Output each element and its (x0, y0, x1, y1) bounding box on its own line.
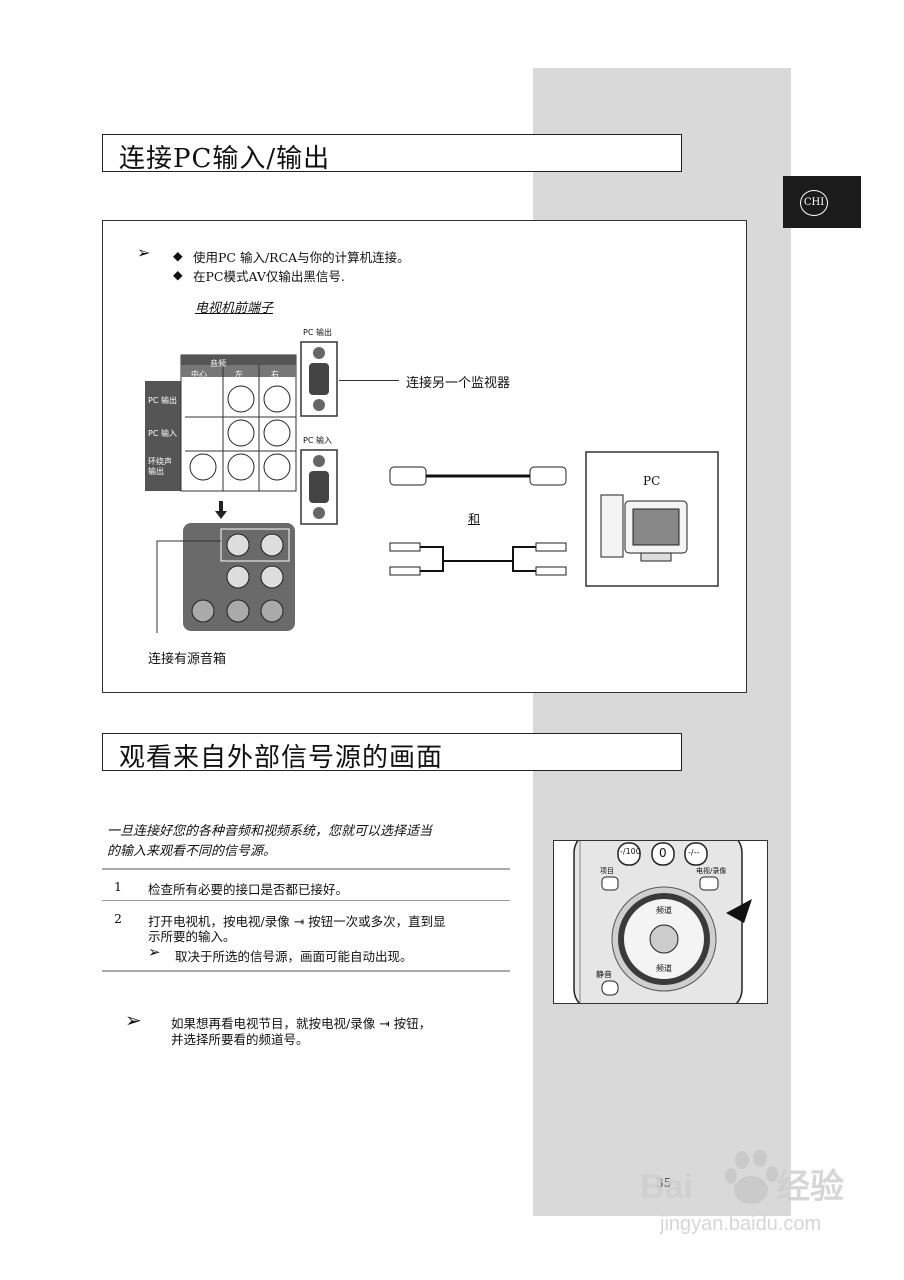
bullet-diamond-icon: ◆ (173, 267, 183, 282)
bullet-diamond-icon: ◆ (173, 248, 183, 263)
tip-line-2: 并选择所要看的频道号。 (171, 1029, 309, 1048)
baidu-jingyan-watermark: Bai 经验 jingyan.baidu.com (620, 1150, 870, 1240)
divider (102, 900, 510, 901)
tip-arrow-icon: ➢ (125, 1008, 142, 1032)
section2-title: 观看来自外部信号源的画面 (119, 737, 443, 774)
remote-mute-label: 静音 (596, 969, 612, 980)
connection-panel: ➢ ◆ 使用PC 输入/RCA与你的计算机连接。 ◆ 在PC模式AV仅输出黑信号… (102, 220, 747, 693)
row-pc-in: PC 输入 (148, 428, 177, 439)
front-terminal-label: 电视机前端子 (195, 297, 273, 316)
svg-text:Bai: Bai (640, 1168, 693, 1206)
jack-panel-diagram (143, 333, 303, 633)
bullet-2: 在PC模式AV仅输出黑信号. (193, 266, 345, 285)
pc-out-label: PC 输出 (303, 327, 332, 338)
row-surround-out: 环绕声 输出 (148, 457, 172, 477)
row-pc-out: PC 输出 (148, 395, 177, 406)
intro-line-2: 的输入来观看不同的信号源。 (107, 840, 276, 859)
language-tab: CHI (783, 176, 861, 228)
step-2-note: 取决于所选的信号源，画面可能自动出现。 (175, 946, 413, 965)
section1-title-box: 连接PC输入/输出 (102, 134, 682, 172)
speaker-connect-text: 连接有源音箱 (148, 648, 226, 667)
vga-port-out (300, 341, 338, 417)
vga-port-in (300, 449, 338, 525)
pc-illustration (585, 451, 719, 587)
divider (102, 868, 510, 870)
step-2-number: 2 (114, 911, 122, 926)
step-1-number: 1 (114, 879, 122, 894)
svg-text:jingyan.baidu.com: jingyan.baidu.com (659, 1213, 821, 1235)
section1-title: 连接PC输入/输出 (119, 138, 330, 175)
col-left: 左 (235, 369, 243, 380)
remote-channel-up-label: 频道 (656, 905, 672, 916)
step-1-text: 检查所有必要的接口是否都已接好。 (148, 879, 348, 898)
remote-channel-down-label: 频道 (656, 963, 672, 974)
remote-illustration: -/100 0 -/-- 项目 电视/录像 频道 频道 静音 (553, 840, 768, 1004)
pc-in-label: PC 输入 (303, 435, 332, 446)
monitor-leader-line (339, 380, 399, 381)
remote-item-label: 项目 (600, 866, 614, 876)
section2-title-box: 观看来自外部信号源的画面 (102, 733, 682, 771)
remote-tvvideo-label: 电视/录像 (696, 866, 726, 876)
remote-0-button: 0 (659, 846, 667, 860)
language-tab-label: CHI (800, 190, 828, 216)
svg-text:经验: 经验 (776, 1167, 844, 1206)
monitor-connect-text: 连接另一个监视器 (406, 372, 510, 391)
col-center: 中心 (191, 369, 207, 380)
col-right: 右 (271, 369, 279, 380)
step-2-text-cont: 示所要的输入。 (148, 926, 236, 945)
note-arrow-icon: ➢ (148, 943, 161, 961)
pc-label: PC (643, 474, 660, 488)
bullet-1: 使用PC 输入/RCA与你的计算机连接。 (193, 247, 410, 266)
note-arrow-icon: ➢ (137, 243, 150, 262)
remote-drawing (554, 841, 768, 1004)
intro-line-1: 一旦连接好您的各种音频和视频系统，您就可以选择适当 (107, 820, 432, 839)
remote-100-button: -/100 (620, 847, 641, 856)
audio-header: 音频 (210, 358, 226, 369)
divider (102, 970, 510, 972)
and-text: 和 (468, 510, 480, 527)
remote-dash-button: -/-- (688, 848, 699, 857)
